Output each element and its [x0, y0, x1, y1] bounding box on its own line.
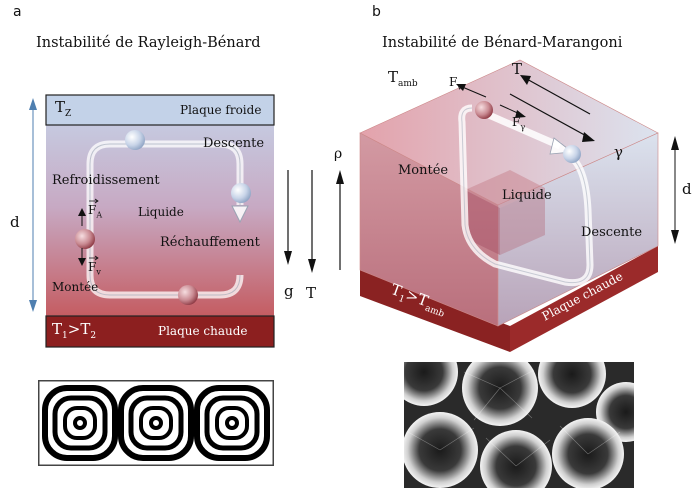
buoyancy-force-label: FA	[88, 203, 103, 220]
density-label: ρ	[334, 146, 343, 162]
cell-5	[404, 412, 478, 488]
hot-bubble-left	[75, 229, 95, 249]
cold-bubble-top	[125, 130, 145, 150]
descente-label-a: Descente	[203, 136, 265, 151]
hot-plate-slab-left	[360, 270, 510, 352]
viscous-force-label-a: Fv	[88, 260, 101, 277]
depth-label-b: d	[682, 180, 692, 198]
hot-plate-label-a: Plaque chaude	[158, 324, 248, 338]
panel-a-letter: a	[13, 4, 22, 20]
benard-marangoni-diagram	[359, 59, 679, 352]
cold-plate	[45, 94, 275, 126]
cell-2	[462, 362, 538, 426]
temperature-label-a: T	[306, 284, 317, 302]
marangoni-cells-image	[404, 362, 634, 488]
temperature-label-b: T	[512, 60, 523, 78]
ambient-temp-label: Tamb	[388, 68, 418, 89]
cold-bubble-right	[231, 183, 251, 203]
cell-3	[538, 362, 606, 408]
roll-cell-3	[194, 385, 270, 461]
liquide-label-b: Liquide	[502, 188, 552, 203]
cold-plate-label: Plaque froide	[180, 103, 262, 117]
depth-label-a: d	[10, 213, 20, 231]
montee-label-b: Montée	[398, 163, 449, 178]
liquide-label-a: Liquide	[138, 205, 184, 219]
hot-bubble-b	[475, 101, 493, 119]
cell-1	[404, 362, 458, 406]
cell-7	[552, 418, 624, 488]
montee-label-a: Montée	[52, 280, 99, 294]
convection-rolls-image	[38, 380, 274, 466]
viscous-force-label-b: Fv	[449, 75, 462, 92]
fluid-layer	[46, 95, 274, 345]
panel-b-letter: b	[372, 4, 381, 20]
loop-arrowhead	[231, 205, 249, 224]
surface-tension-label: γ	[614, 143, 623, 161]
refroidissement-label: Refroidissement	[52, 173, 160, 188]
roll-cell-1	[42, 385, 118, 461]
marangoni-force-label: Fγ	[512, 115, 526, 132]
hot-plate	[45, 315, 275, 348]
cold-bubble-b	[563, 145, 581, 163]
rechauffement-label: Réchauffement	[160, 235, 260, 250]
cell-6	[480, 430, 552, 488]
hot-bubble-bottom	[178, 285, 198, 305]
descente-label-b: Descente	[581, 225, 643, 240]
panel-b-title: Instabilité de Bénard-Marangoni	[382, 35, 623, 51]
roll-cell-2	[118, 385, 194, 461]
hot-plate-temp: T1>T2	[52, 320, 97, 341]
panel-a-title: Instabilité de Rayleigh-Bénard	[36, 35, 261, 51]
gravity-label: g	[284, 282, 294, 300]
top-plate-temp: TZ	[55, 98, 72, 119]
hot-plate-slab-right	[510, 246, 658, 352]
rayleigh-benard-diagram	[29, 94, 344, 348]
